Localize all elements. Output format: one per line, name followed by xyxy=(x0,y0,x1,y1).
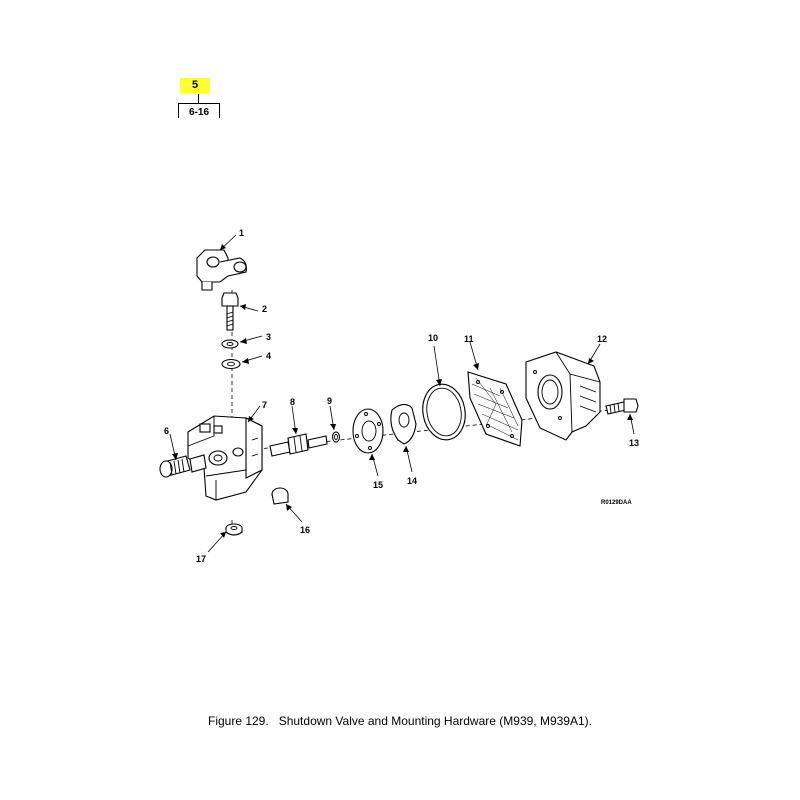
arrowhead-16 xyxy=(286,504,292,511)
callout-4: 4 xyxy=(266,351,271,361)
arrowhead-4 xyxy=(242,358,249,364)
arrowhead-2 xyxy=(240,304,246,310)
callout-2: 2 xyxy=(262,304,267,314)
callout-13: 13 xyxy=(629,438,639,448)
part-2-bolt xyxy=(221,292,239,331)
part-12-housing xyxy=(525,351,601,441)
part-3-lock-washer xyxy=(221,339,239,349)
caption-number: Figure 129. xyxy=(207,714,269,728)
figure-caption: Figure 129. Shutdown Valve and Mounting … xyxy=(0,714,800,728)
callout-8: 8 xyxy=(290,397,295,407)
callout-9: 9 xyxy=(327,396,332,406)
arrowhead-12 xyxy=(588,358,594,364)
part-8-plunger xyxy=(269,433,328,457)
arrowhead-8 xyxy=(292,428,298,434)
part-1-fitting xyxy=(196,249,247,291)
reference-bracket xyxy=(178,103,220,118)
arrowhead-6 xyxy=(172,453,178,460)
part-9-small-seal xyxy=(331,431,341,443)
part-16-plug xyxy=(271,487,289,505)
arrowhead-17 xyxy=(220,532,226,538)
arrowhead-7 xyxy=(248,416,254,422)
reference-stem xyxy=(198,94,199,103)
callout-17: 17 xyxy=(196,554,206,564)
part-11-gasket-plate xyxy=(467,371,523,447)
callout-1: 1 xyxy=(239,228,244,238)
arrowhead-9 xyxy=(330,424,336,430)
part-15-flange-plate xyxy=(352,408,384,454)
drawing-code: R0129DAA xyxy=(601,500,632,506)
reference-item-number: 5 xyxy=(191,79,199,91)
callout-7: 7 xyxy=(262,400,267,410)
arrowhead-11 xyxy=(473,363,479,370)
caption-title: Shutdown Valve and Mounting Hardware (M9… xyxy=(278,714,592,728)
arrowhead-15 xyxy=(369,454,375,460)
arrowhead-10 xyxy=(436,379,442,386)
part-13-screw xyxy=(605,398,639,415)
part-10-o-ring xyxy=(422,383,466,441)
callout-11: 11 xyxy=(464,334,474,344)
callout-14: 14 xyxy=(407,476,417,486)
callout-12: 12 xyxy=(597,334,607,344)
callout-6: 6 xyxy=(164,426,169,436)
part-17-nut xyxy=(225,523,243,536)
reference-page-number: 6-16 xyxy=(188,107,209,118)
arrowhead-3 xyxy=(240,338,247,344)
reference-highlight xyxy=(180,78,210,93)
part-14-gasket xyxy=(390,403,417,445)
part-6-knurled-fitting xyxy=(159,454,207,478)
callout-10: 10 xyxy=(428,333,438,343)
leader-10 xyxy=(433,345,441,387)
part-4-flat-washer xyxy=(221,358,241,370)
callout-15: 15 xyxy=(373,480,383,490)
arrowhead-14 xyxy=(403,446,409,452)
arrowhead-1 xyxy=(220,244,226,250)
callout-3: 3 xyxy=(266,332,271,342)
callout-16: 16 xyxy=(300,525,310,535)
arrowhead-13 xyxy=(627,414,633,420)
